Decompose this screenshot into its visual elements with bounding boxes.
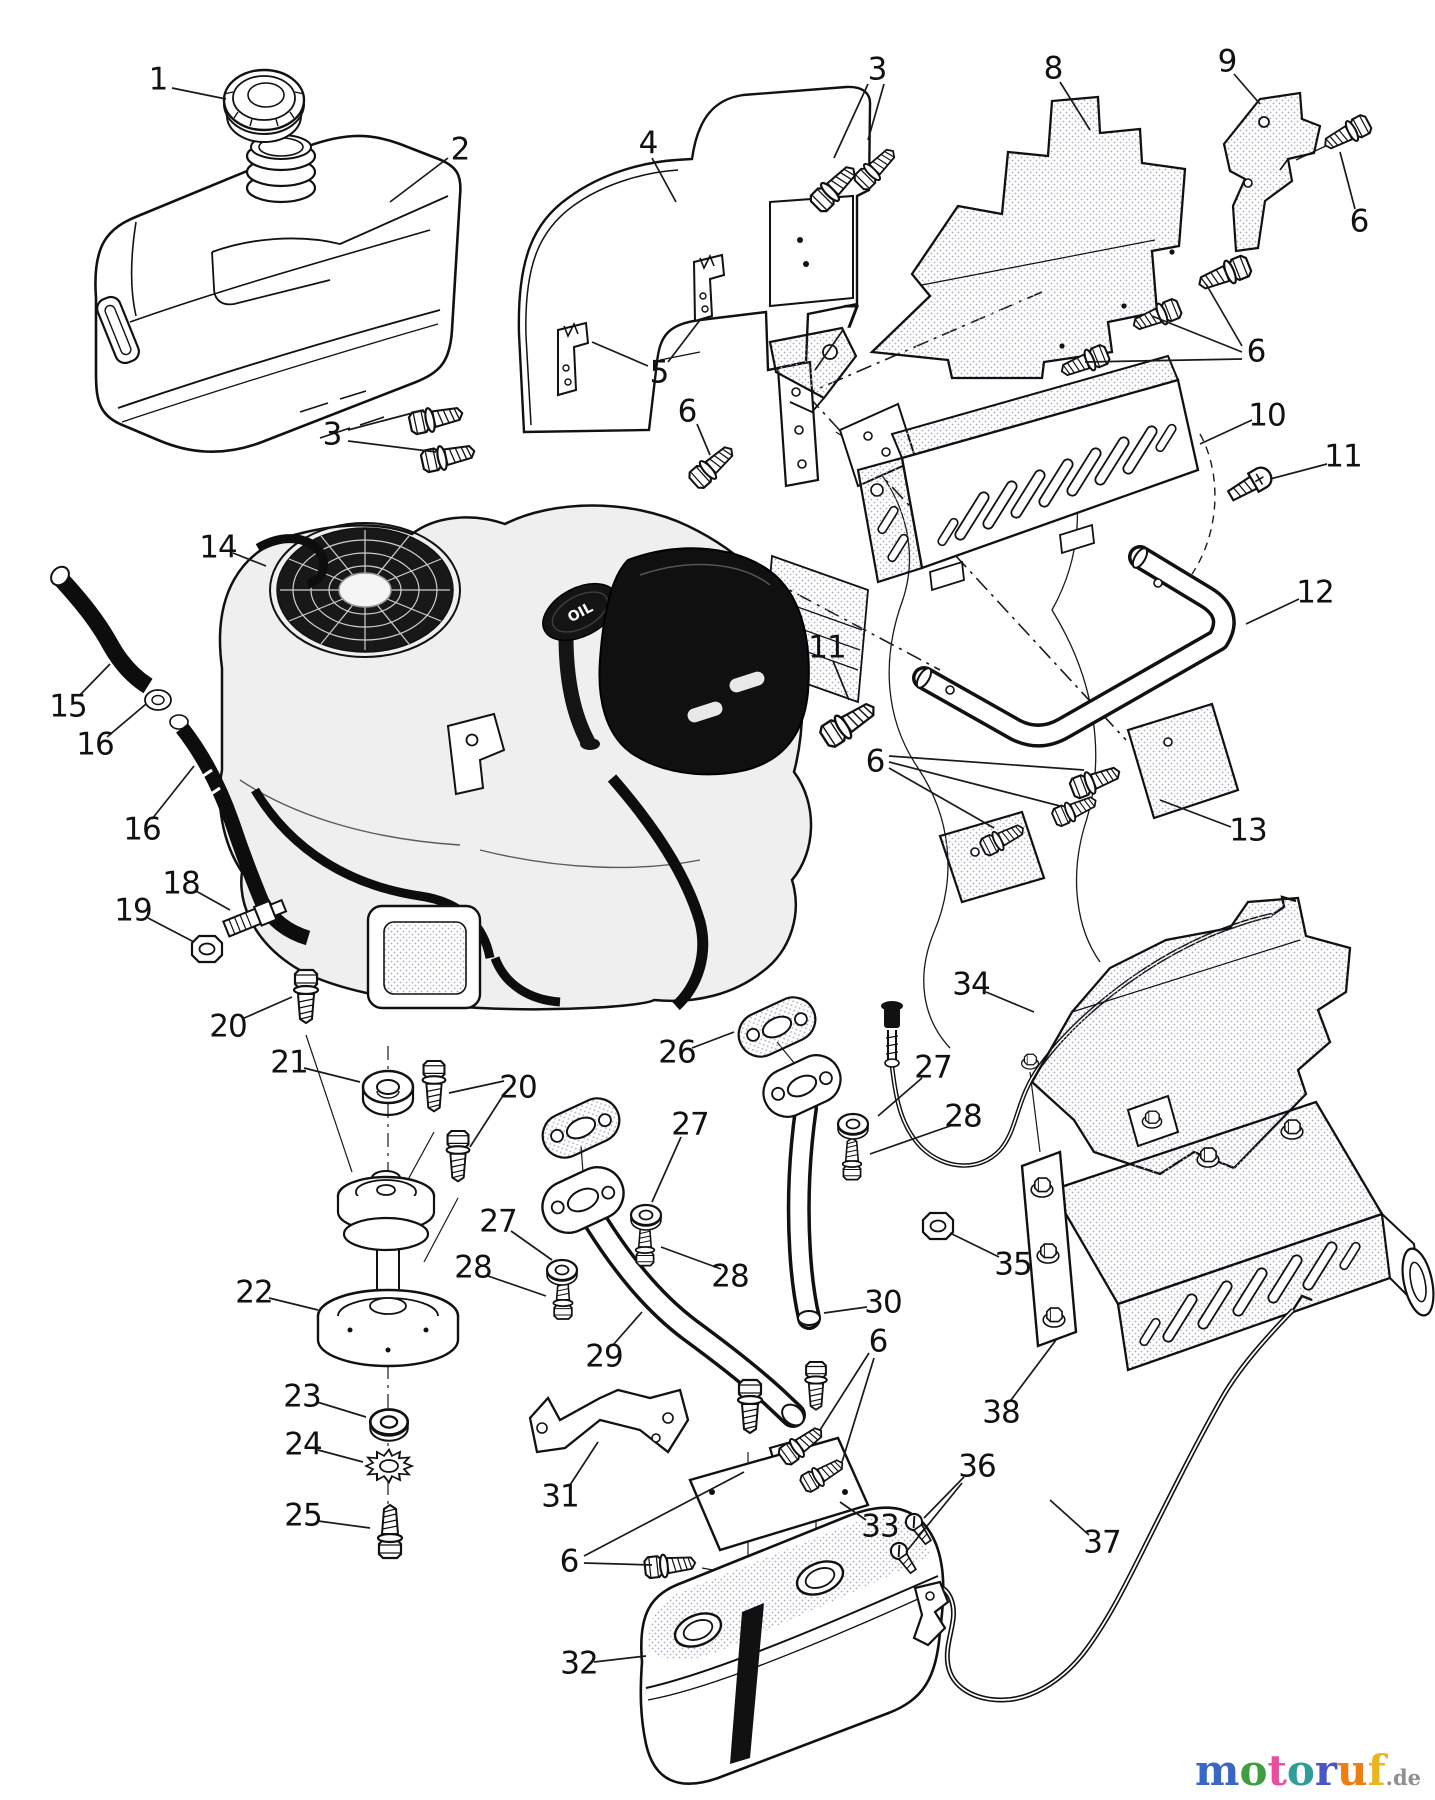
part-bracket-31 [528, 1388, 690, 1454]
watermark-letter: r [1314, 1746, 1338, 1795]
leader-lines [78, 73, 1356, 1663]
fastener-bolt [292, 968, 320, 1025]
watermark-letter: o [1239, 1746, 1268, 1795]
part-bracket-9 [1222, 91, 1322, 253]
part-exhaust-pipe-29 [541, 1166, 806, 1428]
part-cap-nut-19 [190, 934, 224, 964]
watermark-letter: m [1194, 1746, 1240, 1795]
fastener-bolt [421, 1059, 447, 1113]
part-clamp-36 [912, 1580, 950, 1647]
fastener-washer [836, 1112, 870, 1141]
fastener-bolt [418, 438, 478, 475]
fastener-washer [545, 1258, 579, 1287]
watermark-suffix: .de [1385, 1765, 1421, 1790]
fastener-screw [1224, 462, 1277, 506]
fastener-bolt [804, 1361, 828, 1411]
part-clamp-16 [144, 689, 189, 730]
part-heat-shield-8 [869, 95, 1187, 380]
fastener-bolt [841, 1137, 863, 1181]
watermark-letter: f [1367, 1746, 1386, 1795]
tank-handle-slot [96, 295, 140, 365]
part-pulley-22 [316, 1170, 460, 1368]
part-exhaust-pipe-30 [762, 1054, 842, 1330]
watermark-letter: u [1337, 1746, 1368, 1795]
watermark-letter: o [1286, 1746, 1315, 1795]
fastener-bolt [1318, 111, 1375, 157]
fastener-nut [921, 1211, 955, 1241]
fastener-bolt [1193, 252, 1255, 297]
part-engine-14: OIL [218, 504, 869, 1011]
watermark-letter: t [1267, 1746, 1287, 1795]
fastener-bolt [406, 400, 466, 437]
part-plate-13b [938, 810, 1046, 904]
fastener-bolt [376, 1503, 404, 1560]
part-muffler-guard-10 [838, 354, 1200, 592]
part-muffler-38 [1020, 896, 1435, 1372]
part-bracket-5a [692, 253, 726, 323]
fastener-bolt [736, 1378, 764, 1435]
part-fuel-cap [222, 68, 306, 143]
part-muffler-32 [639, 1506, 945, 1785]
part-plate-13a [1126, 702, 1240, 820]
part-fuel-tank [94, 134, 462, 453]
part-fuel-hose-15 [50, 565, 153, 694]
part-bracket-7 [768, 326, 858, 488]
fastener-bolt [816, 694, 882, 752]
oil-dipstick-cap: OIL [542, 582, 618, 642]
watermark-word: motoruf [1195, 1746, 1386, 1795]
part-fitting-18 [222, 898, 288, 938]
part-washer-23 [368, 1408, 410, 1443]
part-lock-washer-24 [365, 1448, 413, 1484]
watermark-logo[interactable]: motoruf.de [1195, 1750, 1421, 1792]
part-bracket-5b [557, 321, 590, 397]
fastener-washer [629, 1203, 663, 1232]
part-gasket-26a [730, 989, 824, 1065]
fastener-bolt [445, 1129, 471, 1183]
fastener-bolt [685, 439, 740, 493]
part-guard-tube-12 [912, 545, 1236, 748]
part-cable-37 [925, 1294, 1313, 1703]
